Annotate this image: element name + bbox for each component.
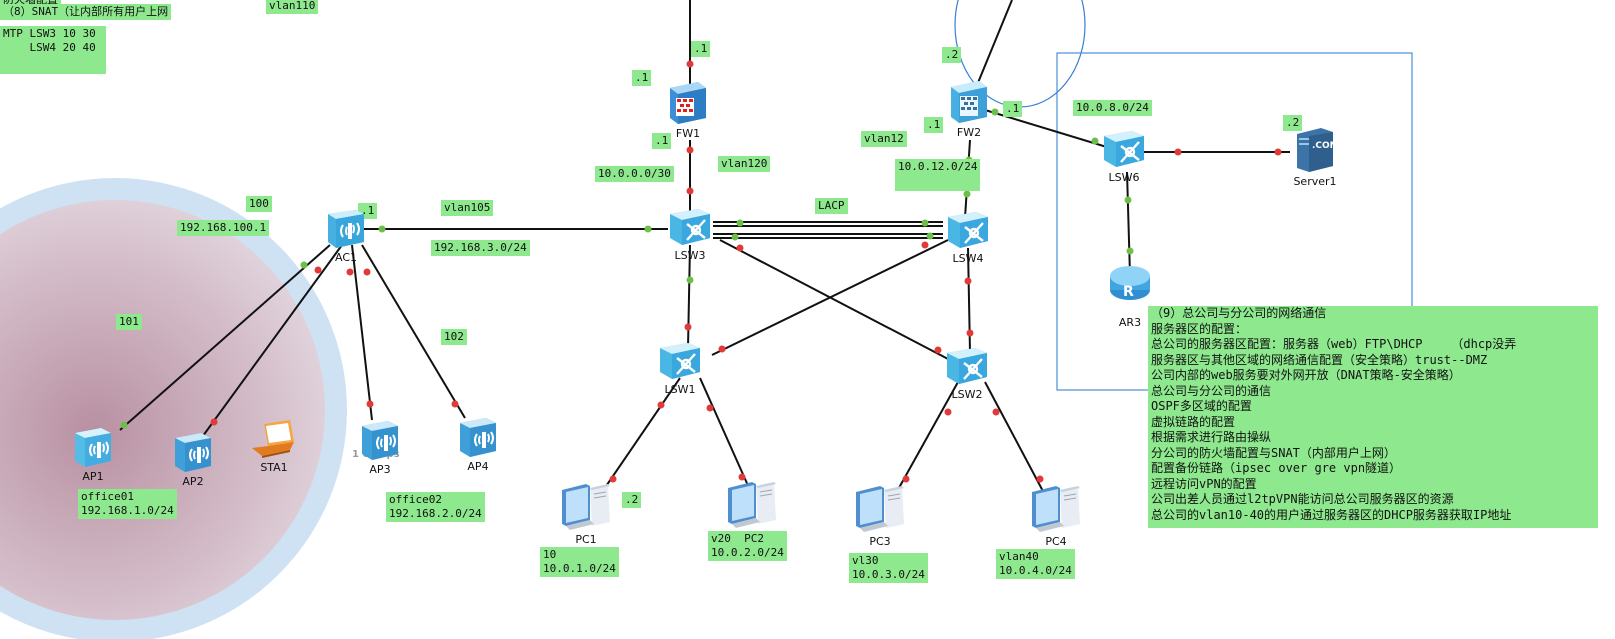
pc3-device[interactable]: PC3	[854, 482, 906, 548]
l3-switch-icon	[1104, 131, 1144, 167]
lsw3-name: LSW3	[674, 249, 706, 262]
wlan-101-label: 101	[116, 314, 142, 330]
pc2-device[interactable]	[726, 478, 778, 530]
fw1-left-ip-label: .1	[632, 70, 652, 86]
ac1-mgmt-ip-label: 192.168.100.1	[177, 220, 270, 236]
wlan-100-label: 100	[246, 196, 272, 212]
fw1-device[interactable]: FW1	[662, 80, 714, 140]
ap3-name: AP3	[369, 463, 391, 476]
ac1-name: AC1	[334, 251, 357, 264]
router-icon: R	[1110, 266, 1150, 300]
ap1-name: AP1	[82, 470, 104, 483]
pc1-device[interactable]: PC1	[560, 480, 612, 546]
ac1-lsw3-net-label: 192.168.3.0/24	[431, 240, 530, 256]
l3-switch-icon	[948, 212, 988, 248]
l3-switch-icon	[660, 343, 700, 379]
sta1-device[interactable]: STA1	[248, 420, 300, 474]
fw2-device[interactable]: FW2	[943, 79, 995, 139]
lsw1-name: LSW1	[664, 383, 696, 396]
server-area-net-label: 10.0.8.0/24	[1073, 100, 1152, 116]
ap4-name: AP4	[467, 460, 489, 473]
lsw3-device[interactable]: LSW3	[664, 206, 716, 262]
lsw4-name: LSW4	[952, 252, 984, 265]
vlan110-label: vlan110	[266, 0, 319, 14]
ap1-device[interactable]: AP1	[70, 425, 116, 483]
ar3-name: AR3	[1118, 316, 1142, 329]
lsw2-device[interactable]: LSW2	[941, 345, 993, 401]
requirements-notes: （9）总公司与分公司的网络通信 服务器区的配置： 总公司的服务器区配置：服务器（…	[1148, 306, 1598, 528]
ap4-device[interactable]: AP4	[455, 415, 501, 473]
pc2-net-label: v20 PC2 10.0.2.0/24	[708, 531, 787, 561]
vlan120-label: vlan120	[718, 156, 771, 172]
lacp-label: LACP	[815, 198, 848, 214]
pc1-net-label: 10 10.0.1.0/24	[540, 547, 619, 577]
server-ip-label: .2	[1283, 115, 1303, 131]
ar3-device[interactable]: R AR3	[1103, 262, 1157, 329]
vlan105-label: vlan105	[441, 200, 494, 216]
ap2-device[interactable]: AP2	[170, 430, 216, 488]
pc4-name: PC4	[1045, 535, 1067, 548]
lsw1-device[interactable]: LSW1	[654, 340, 706, 396]
fw1-bottom-ip-label: .1	[652, 133, 672, 149]
server-icon: .COM	[1297, 128, 1337, 172]
ap3-device[interactable]: AP3	[357, 418, 403, 476]
lsw6-device[interactable]: LSW6	[1098, 128, 1150, 184]
access-point-icon	[175, 433, 211, 472]
pc3-net-label: vl30 10.0.3.0/24	[849, 553, 928, 583]
pc-icon	[728, 482, 776, 528]
fw2-left-ip-label: .1	[924, 117, 944, 133]
pc4-net-label: vlan40 10.0.4.0/24	[996, 549, 1075, 579]
fw2-top-ip-label: .2	[942, 47, 962, 63]
fw1-name: FW1	[675, 127, 701, 140]
firewall-icon	[951, 81, 987, 123]
ac1-device[interactable]: AC1	[320, 208, 372, 264]
lsw6-name: LSW6	[1108, 171, 1140, 184]
lsw4-device[interactable]: LSW4	[942, 209, 994, 265]
access-point-icon	[75, 428, 111, 467]
l3-switch-icon	[670, 209, 710, 245]
l3-switch-icon	[947, 348, 987, 384]
lsw2-name: LSW2	[951, 388, 983, 401]
access-point-icon	[362, 421, 398, 460]
pc-icon	[1032, 486, 1080, 532]
pc1-name: PC1	[575, 533, 597, 546]
office01-label: office01 192.168.1.0/24	[78, 489, 177, 519]
port-dots	[120, 60, 1282, 483]
fw1-lsw3-net-label: 10.0.0.0/30	[595, 166, 674, 182]
server1-device[interactable]: .COM Server1	[1285, 126, 1345, 188]
office02-label: office02 192.168.2.0/24	[386, 492, 485, 522]
firewall-icon	[670, 82, 706, 124]
mstp-note: MTP LSW3 10 30 LSW4 20 40	[0, 26, 106, 74]
access-point-icon	[460, 418, 496, 457]
pc3-name: PC3	[869, 535, 891, 548]
svg-text:R: R	[1123, 284, 1134, 300]
ap2-name: AP2	[182, 475, 204, 488]
fw2-right-ip-label: .1	[1003, 101, 1023, 117]
wlan-102-label: 102	[441, 329, 467, 345]
laptop-icon	[252, 420, 294, 458]
fw2-lsw4-net-label: 10.0.12.0/24	[895, 159, 981, 191]
fw1-top-ip-label: .1	[691, 41, 711, 57]
network-links	[119, 0, 1290, 496]
svg-text:.COM: .COM	[1312, 141, 1337, 151]
snat-note: （8）SNAT（让内部所有用户上网	[0, 4, 172, 20]
pc1-ip-label: .2	[622, 492, 642, 508]
server1-name: Server1	[1293, 175, 1337, 188]
pc-icon	[856, 486, 904, 532]
fw2-name: FW2	[956, 126, 982, 139]
access-controller-icon	[328, 210, 364, 248]
sta1-name: STA1	[260, 461, 288, 474]
pc-icon	[562, 484, 610, 530]
pc4-device[interactable]: PC4	[1030, 482, 1082, 548]
vlan12-label: vlan12	[861, 131, 907, 147]
